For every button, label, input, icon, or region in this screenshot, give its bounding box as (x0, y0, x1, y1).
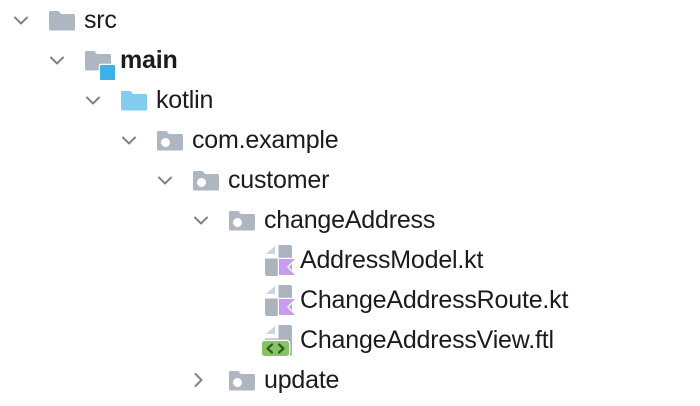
chevron-spacer (230, 252, 244, 268)
tree-row-com-example[interactable]: com.example (0, 120, 700, 160)
package-folder-icon (229, 370, 255, 390)
tree-item-label: ChangeAddressRoute.kt (300, 286, 569, 314)
chevron-down-icon[interactable] (14, 16, 28, 25)
expand-toggle[interactable] (194, 372, 208, 388)
folder-icon (49, 10, 75, 30)
tree-item-label: kotlin (156, 86, 214, 114)
package-folder-icon (229, 210, 255, 230)
tree-row-main[interactable]: main (0, 40, 700, 81)
tree-row-changeaddress[interactable]: changeAddress (0, 200, 700, 240)
package-folder-icon-slot (229, 364, 256, 396)
chevron-down-icon[interactable] (50, 56, 64, 65)
chevron-down-icon[interactable] (158, 176, 172, 185)
freemarker-template-file-icon (260, 323, 294, 357)
kotlin-folder-icon (121, 90, 147, 110)
chevron-down-icon[interactable] (194, 216, 208, 225)
kotlin-file-icon (263, 243, 299, 277)
tree-item-label: changeAddress (264, 206, 436, 234)
chevron-down-icon[interactable] (122, 136, 136, 145)
package-folder-icon-slot (193, 164, 220, 196)
tree-item-label: com.example (192, 126, 339, 154)
tree-item-label: main (120, 46, 178, 74)
tree-row-update[interactable]: update (0, 360, 700, 400)
tree-row-addressmodel-kt[interactable]: AddressModel.kt (0, 240, 700, 280)
expand-toggle[interactable] (50, 52, 64, 68)
kotlin-folder-icon-slot (121, 84, 148, 116)
chevron-down-icon[interactable] (86, 96, 100, 105)
folder-icon-slot (49, 4, 76, 36)
tree-row-changeaddressview-ftl[interactable]: ChangeAddressView.ftl (0, 320, 700, 360)
tree-item-label: AddressModel.kt (300, 246, 484, 274)
tree-row-src[interactable]: src (0, 0, 700, 40)
tree-row-customer[interactable]: customer (0, 160, 700, 200)
sources-root-folder-icon (85, 50, 117, 81)
tree-item-label: ChangeAddressView.ftl (300, 326, 554, 354)
package-folder-icon (157, 130, 183, 150)
kotlin-file-icon-slot (263, 283, 299, 317)
tree-item-label: update (264, 366, 340, 394)
package-folder-icon-slot (229, 204, 256, 236)
tree-item-label: src (84, 6, 117, 34)
expand-toggle[interactable] (86, 92, 100, 108)
expand-toggle[interactable] (194, 212, 208, 228)
chevron-spacer (230, 292, 244, 308)
expand-toggle[interactable] (122, 132, 136, 148)
tree-row-kotlin[interactable]: kotlin (0, 80, 700, 120)
freemarker-template-file-icon-slot (260, 323, 294, 357)
chevron-spacer (230, 332, 244, 348)
expand-toggle[interactable] (158, 172, 172, 188)
sources-root-folder-icon-slot (85, 44, 117, 81)
kotlin-file-icon (263, 283, 299, 317)
package-folder-icon-slot (157, 124, 184, 156)
expand-toggle[interactable] (14, 12, 28, 28)
package-folder-icon (193, 170, 219, 190)
tree-row-changeaddressroute-kt[interactable]: ChangeAddressRoute.kt (0, 280, 700, 320)
chevron-right-icon[interactable] (194, 373, 203, 387)
tree-item-label: customer (228, 166, 330, 194)
kotlin-file-icon-slot (263, 243, 299, 277)
